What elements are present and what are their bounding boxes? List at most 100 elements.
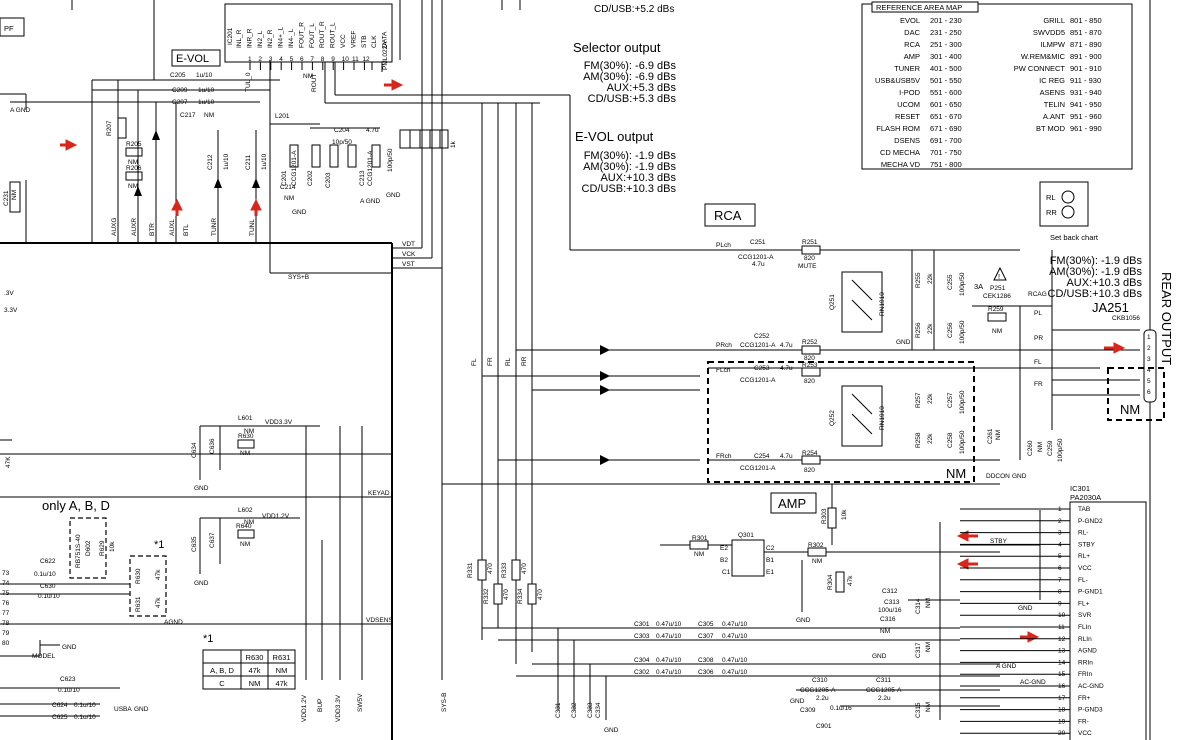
ic301-pin-name: P-GND2 (1078, 518, 1103, 525)
ic301-pin-name: VCC (1078, 730, 1092, 737)
r631-side-val: 47k (155, 597, 162, 608)
rear-level: CD/USB:+10.3 dBs (1048, 288, 1143, 300)
vdd12-bottom: VDD1.2V (301, 694, 308, 722)
refmap-range: 301 - 400 (930, 52, 962, 61)
r630-label: R630 (238, 433, 254, 440)
vst-label: VST (402, 261, 415, 268)
r251-label: R251 (802, 239, 818, 246)
ic301-pin-name: AGND (1078, 648, 1097, 655)
c312-label: C312 (882, 588, 898, 595)
vdd12-label: VDD1.2V (262, 513, 290, 520)
r255-label: R255 (915, 272, 922, 288)
c307-label: C307 (698, 633, 714, 640)
refmap-area: RCA (904, 40, 920, 49)
q301-label: Q301 (738, 532, 754, 539)
r251-val: 820 (804, 255, 815, 262)
amp-section: R303 10k Q301 E2 B2 C1 C2 B1 E1 R301 NM … (442, 483, 1046, 734)
refmap-range: 871 - 890 (1070, 40, 1102, 49)
c635-gnd: GND (194, 580, 209, 587)
selector-level: AUX:+5.3 dBs (607, 82, 677, 94)
ic201-pin-name: ROUT_L (330, 22, 337, 48)
rear-pin-number: 4 (1147, 367, 1151, 374)
c261-nm: NM (995, 430, 1002, 440)
refmap-range: 671 - 690 (930, 124, 962, 133)
ic301-pin-name: FRIn (1078, 671, 1092, 678)
footnote-cell: NM (276, 666, 288, 675)
refmap-area: IC REG (1039, 76, 1065, 85)
c259-val: 100p/50 (1057, 438, 1064, 462)
refmap-range: 911 - 930 (1070, 76, 1101, 85)
c305-val: 0.47u/10 (722, 621, 748, 628)
l601-nm: NM (244, 428, 254, 435)
q301-c2: C2 (766, 545, 775, 552)
r258-val: 22k (927, 433, 934, 444)
c204-label: C204 (334, 127, 350, 134)
rear-level: AM(30%): -1.9 dBs (1049, 266, 1142, 278)
net-flch: FLch (716, 367, 731, 374)
q301-c1: C1 (722, 569, 731, 576)
ddcon-label: DDCON (986, 473, 1010, 480)
footnote-cell: 47k (248, 666, 260, 675)
refmap-area: RESET (895, 112, 920, 121)
c251-val: 4.7u (752, 261, 765, 268)
c213-val: 4.7u (366, 127, 379, 134)
r332-val: 470 (503, 589, 510, 600)
refmap-area: GRILL (1043, 16, 1065, 25)
c253-part: CCG1201-A (740, 377, 776, 384)
c211-label: C211 (245, 155, 252, 170)
net-prch: PRch (716, 342, 732, 349)
c331-label: C331 (555, 702, 562, 718)
c205-val: 1u/10 (196, 72, 213, 79)
q301-e1: E1 (766, 569, 774, 576)
c202-label: C202 (307, 170, 314, 186)
ic201-pin-name: IN4+_L (278, 26, 285, 48)
ic301-pin-name: P-GND1 (1078, 589, 1103, 596)
ic301-pin-name: FL- (1078, 577, 1088, 584)
refmap-title: REFERENCE AREA MAP (876, 3, 962, 12)
r205-nm: NM (128, 159, 138, 166)
ic301-ref: IC301 (1070, 484, 1090, 493)
c255-label: C255 (947, 274, 954, 290)
c261-label: C261 (987, 428, 994, 444)
c306-label: C306 (698, 669, 714, 676)
q301-b1: B1 (766, 557, 774, 564)
left-pin-number: 79 (2, 630, 10, 637)
q251-gnd: GND (896, 339, 911, 346)
refmap-range: 851 - 870 (1070, 28, 1102, 37)
c256-label: C256 (947, 322, 954, 338)
refmap-area: ILMPW (1040, 40, 1066, 49)
r257-label: R257 (915, 392, 922, 408)
rear-output-levels: FM(30%): -1.9 dBs AM(30%): -1.9 dBs AUX:… (1048, 255, 1143, 300)
c313-val: 100u/16 (878, 607, 902, 614)
left-pin-number: 76 (2, 600, 10, 607)
c256-val: 100p/50 (959, 320, 966, 344)
refmap-area: DSENS (894, 136, 920, 145)
ground-triangle (214, 178, 222, 188)
c201-part: CCG1201-A (291, 150, 298, 186)
left-pin-number: 75 (2, 590, 10, 597)
ic301-pin-name: TAB (1078, 506, 1090, 513)
setback-caption: Set back chart (1050, 233, 1099, 242)
input-label: BTL (183, 224, 190, 236)
refmap-range: 691 - 700 (930, 136, 962, 145)
ic301: IC301 PA2030A TAB1P-GND22RL-3STBY4RL+5VC… (960, 484, 1147, 740)
setback-rr: RR (1046, 208, 1057, 217)
c310-val: 2.2u (816, 695, 829, 702)
refmap-range: 501 - 550 (930, 76, 962, 85)
c315-label: C315 (915, 702, 922, 718)
c260-nm: NM (1037, 442, 1044, 452)
warning-icon: ! (998, 272, 1000, 281)
net-fl: FL (1034, 359, 1042, 366)
channel-rl: RL (505, 357, 512, 366)
ic201-pin-name: VREF (350, 31, 357, 48)
ic201-part: PML022A (382, 41, 389, 70)
d602-label: D602 (85, 540, 92, 556)
mute-label: MUTE (798, 263, 817, 270)
c303-val: 0.47u/10 (656, 633, 682, 640)
ic201-ref: IC201 (227, 27, 234, 45)
refmap-area: TELIN (1044, 100, 1065, 109)
refmap-area: ASENS (1040, 88, 1065, 97)
keyad-label: KEYAD (368, 490, 390, 497)
